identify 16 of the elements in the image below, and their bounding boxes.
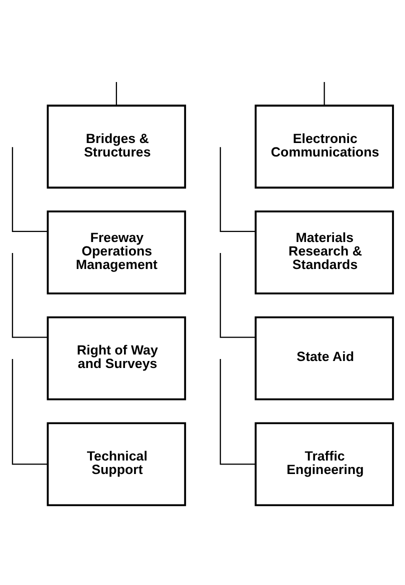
- node-box: Freeway Operations Management: [46, 210, 186, 294]
- connector: [12, 252, 48, 338]
- node-box: State Aid: [254, 316, 394, 400]
- node-box: Traffic Engineering: [254, 422, 394, 506]
- connector: [116, 82, 117, 105]
- connector: [324, 82, 325, 105]
- node-box: Bridges & Structures: [46, 104, 186, 188]
- node-box: Right of Way and Surveys: [46, 316, 186, 400]
- connector: [220, 358, 256, 464]
- connector: [220, 146, 256, 232]
- connector: [12, 146, 48, 232]
- connector: [220, 252, 256, 338]
- node-box: Materials Research & Standards: [254, 210, 394, 294]
- node-box: Electronic Communications: [254, 104, 394, 188]
- node-box: Technical Support: [46, 422, 186, 506]
- connector: [12, 358, 48, 464]
